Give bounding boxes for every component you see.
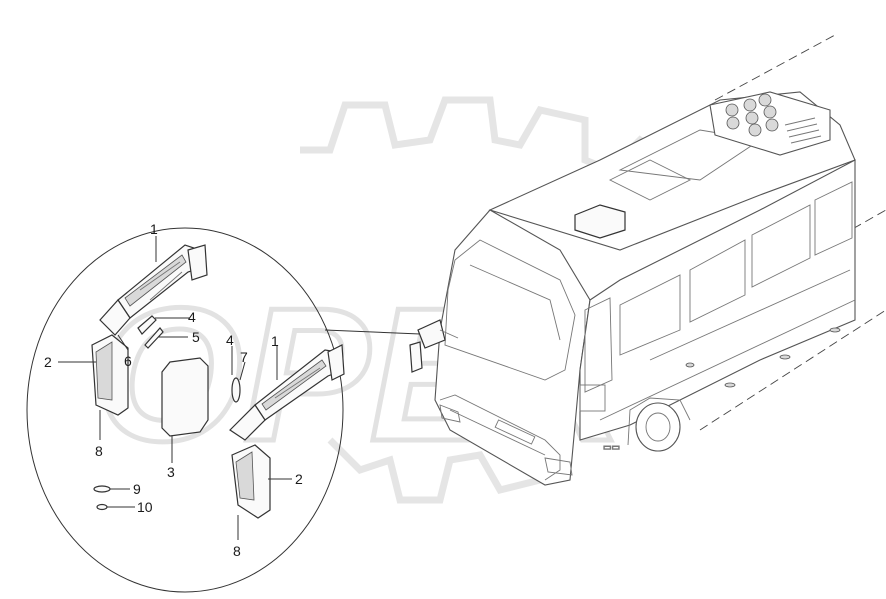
bus-windshield <box>444 239 576 381</box>
callout-2-lower: 2 <box>295 471 303 487</box>
callout-2-upper: 2 <box>44 354 52 370</box>
callout-5: 5 <box>192 329 200 345</box>
callout-8-lower: 8 <box>233 543 241 559</box>
bus-bottom-dashed-line <box>699 309 886 431</box>
bus-side <box>579 159 856 441</box>
callout-10: 10 <box>137 499 153 515</box>
small-round-mirror <box>231 377 241 403</box>
main-mirror-glass <box>161 357 209 437</box>
bus-exterior-mirror <box>417 319 446 349</box>
small-mirror-glass-upper <box>137 315 157 335</box>
lower-mirror-housing <box>229 404 271 519</box>
side-window-3 <box>751 204 811 288</box>
callout-4-upper: 4 <box>188 309 196 325</box>
bus-roof-dashed-line <box>714 34 836 101</box>
upper-mirror-arm <box>117 244 208 319</box>
bus-front-wheel <box>635 402 681 452</box>
part-10-clip <box>96 503 108 511</box>
small-mirror-bracket <box>144 327 164 349</box>
part-9-seal <box>93 485 111 493</box>
detail-circle <box>26 227 344 593</box>
bus-illustration: ▭▭ <box>409 34 886 486</box>
callout-6: 6 <box>124 353 132 369</box>
bus-side-badge: ▭▭ <box>603 442 620 452</box>
bus-front <box>434 209 591 486</box>
upper-mirror-housing <box>91 299 131 416</box>
callout-1-lower: 1 <box>271 333 279 349</box>
callout-leaders <box>58 236 292 540</box>
callout-7: 7 <box>240 349 248 365</box>
side-window-2 <box>689 239 746 323</box>
detail-leader-line <box>324 329 421 335</box>
roof-ac-unit <box>709 91 831 156</box>
callout-8-upper: 8 <box>95 443 103 459</box>
callout-4-lower: 4 <box>226 332 234 348</box>
front-side-window <box>579 384 606 412</box>
roof-hatch <box>574 204 626 239</box>
callout-1-upper: 1 <box>150 221 158 237</box>
callout-3: 3 <box>167 464 175 480</box>
callout-9: 9 <box>133 481 141 497</box>
side-window-1 <box>619 274 681 356</box>
side-window-4 <box>814 181 853 256</box>
